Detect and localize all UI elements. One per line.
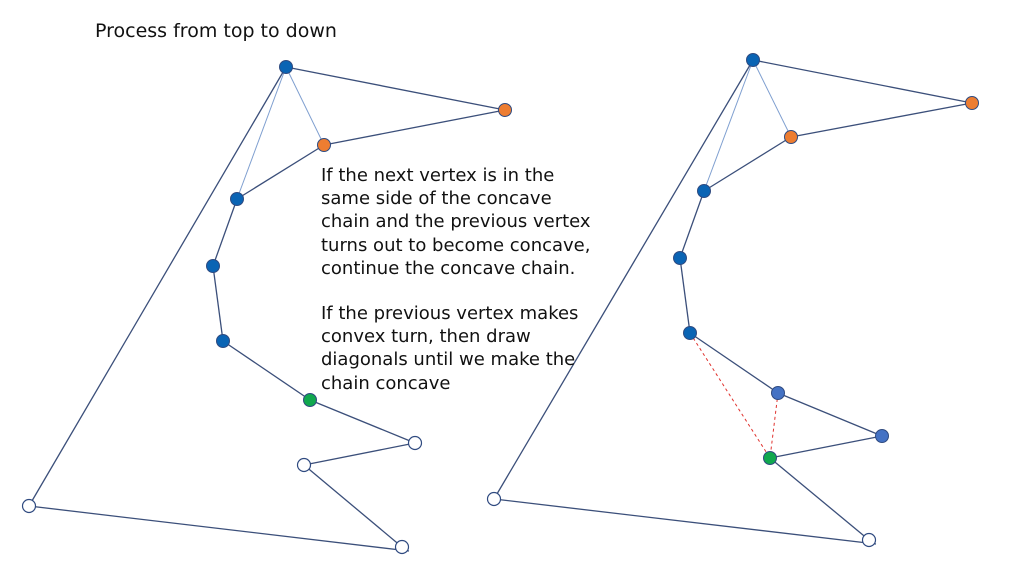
left-edge-orange-orange: [323, 109, 506, 146]
left-vertex-blue-2: [206, 259, 220, 273]
right-vertex-white-left: [486, 491, 502, 507]
right-edge-chain-1: [679, 190, 705, 259]
right-edge-orange-orange: [790, 102, 973, 138]
right-vertex-pending-blue: [771, 386, 785, 400]
right-vertex-green: [763, 451, 777, 465]
left-vertex-white-bottom: [394, 539, 410, 555]
left-vertex-white-inner: [296, 457, 312, 473]
right-diagonal-top-orange: [752, 59, 792, 138]
right-vertex-pending-right: [875, 429, 889, 443]
left-edge-top-orange: [285, 66, 506, 111]
left-diagonal-top-blue: [236, 66, 287, 200]
right-vertex-white-bottom: [861, 532, 877, 548]
left-edge-orange-blue: [236, 144, 325, 200]
explanation-paragraph-1: If the next vertex is in the same side o…: [321, 165, 591, 279]
left-vertex-top: [279, 60, 293, 74]
right-edge-green-bottom: [769, 457, 870, 541]
left-diagonal-top-orange: [285, 66, 325, 146]
explanation-text: If the next vertex is in the same side o…: [321, 164, 591, 395]
left-vertex-orange-inner: [317, 138, 331, 152]
left-edge-bottom: [28, 505, 410, 552]
right-vertex-top: [746, 53, 760, 67]
slide-title: Process from top to down: [95, 20, 337, 42]
right-polygon: [486, 53, 979, 548]
right-edge-bottom: [493, 498, 877, 545]
left-edge-chain-1: [212, 198, 238, 267]
right-edge-top-orange: [752, 59, 973, 104]
right-new-diagonal-chain: [689, 332, 771, 459]
right-vertex-blue-1: [697, 184, 711, 198]
right-edge-orange-blue: [703, 136, 792, 192]
left-edge-green-white: [309, 399, 416, 444]
right-vertex-blue-2: [673, 251, 687, 265]
left-vertex-blue-3: [216, 334, 230, 348]
left-edge-chain-3: [222, 340, 311, 401]
explanation-paragraph-2: If the previous vertex makes convex turn…: [321, 303, 579, 394]
left-vertex-orange-right: [498, 103, 512, 117]
right-new-diagonal-vertical: [769, 392, 779, 459]
right-vertex-orange-right: [965, 96, 979, 110]
right-edge-blue-right: [777, 392, 883, 437]
right-vertex-orange-inner: [784, 130, 798, 144]
left-vertex-white-left: [21, 498, 37, 514]
right-diagonal-top-blue: [703, 59, 754, 192]
right-edge-chain-2: [679, 257, 691, 334]
left-vertex-white-right: [407, 435, 423, 451]
left-edge-white-white: [303, 442, 416, 466]
paragraph-gap: [321, 280, 591, 302]
left-edge-white-bottom: [303, 464, 403, 548]
left-edge-left-side: [28, 66, 287, 507]
right-edge-chain-3: [689, 332, 779, 394]
left-vertex-green: [303, 393, 317, 407]
left-edge-chain-2: [212, 265, 224, 342]
right-edge-left-side: [493, 59, 754, 500]
right-edge-right-green: [769, 435, 883, 459]
left-vertex-blue-1: [230, 192, 244, 206]
right-vertex-blue-3: [683, 326, 697, 340]
left-polygon: [21, 60, 512, 555]
